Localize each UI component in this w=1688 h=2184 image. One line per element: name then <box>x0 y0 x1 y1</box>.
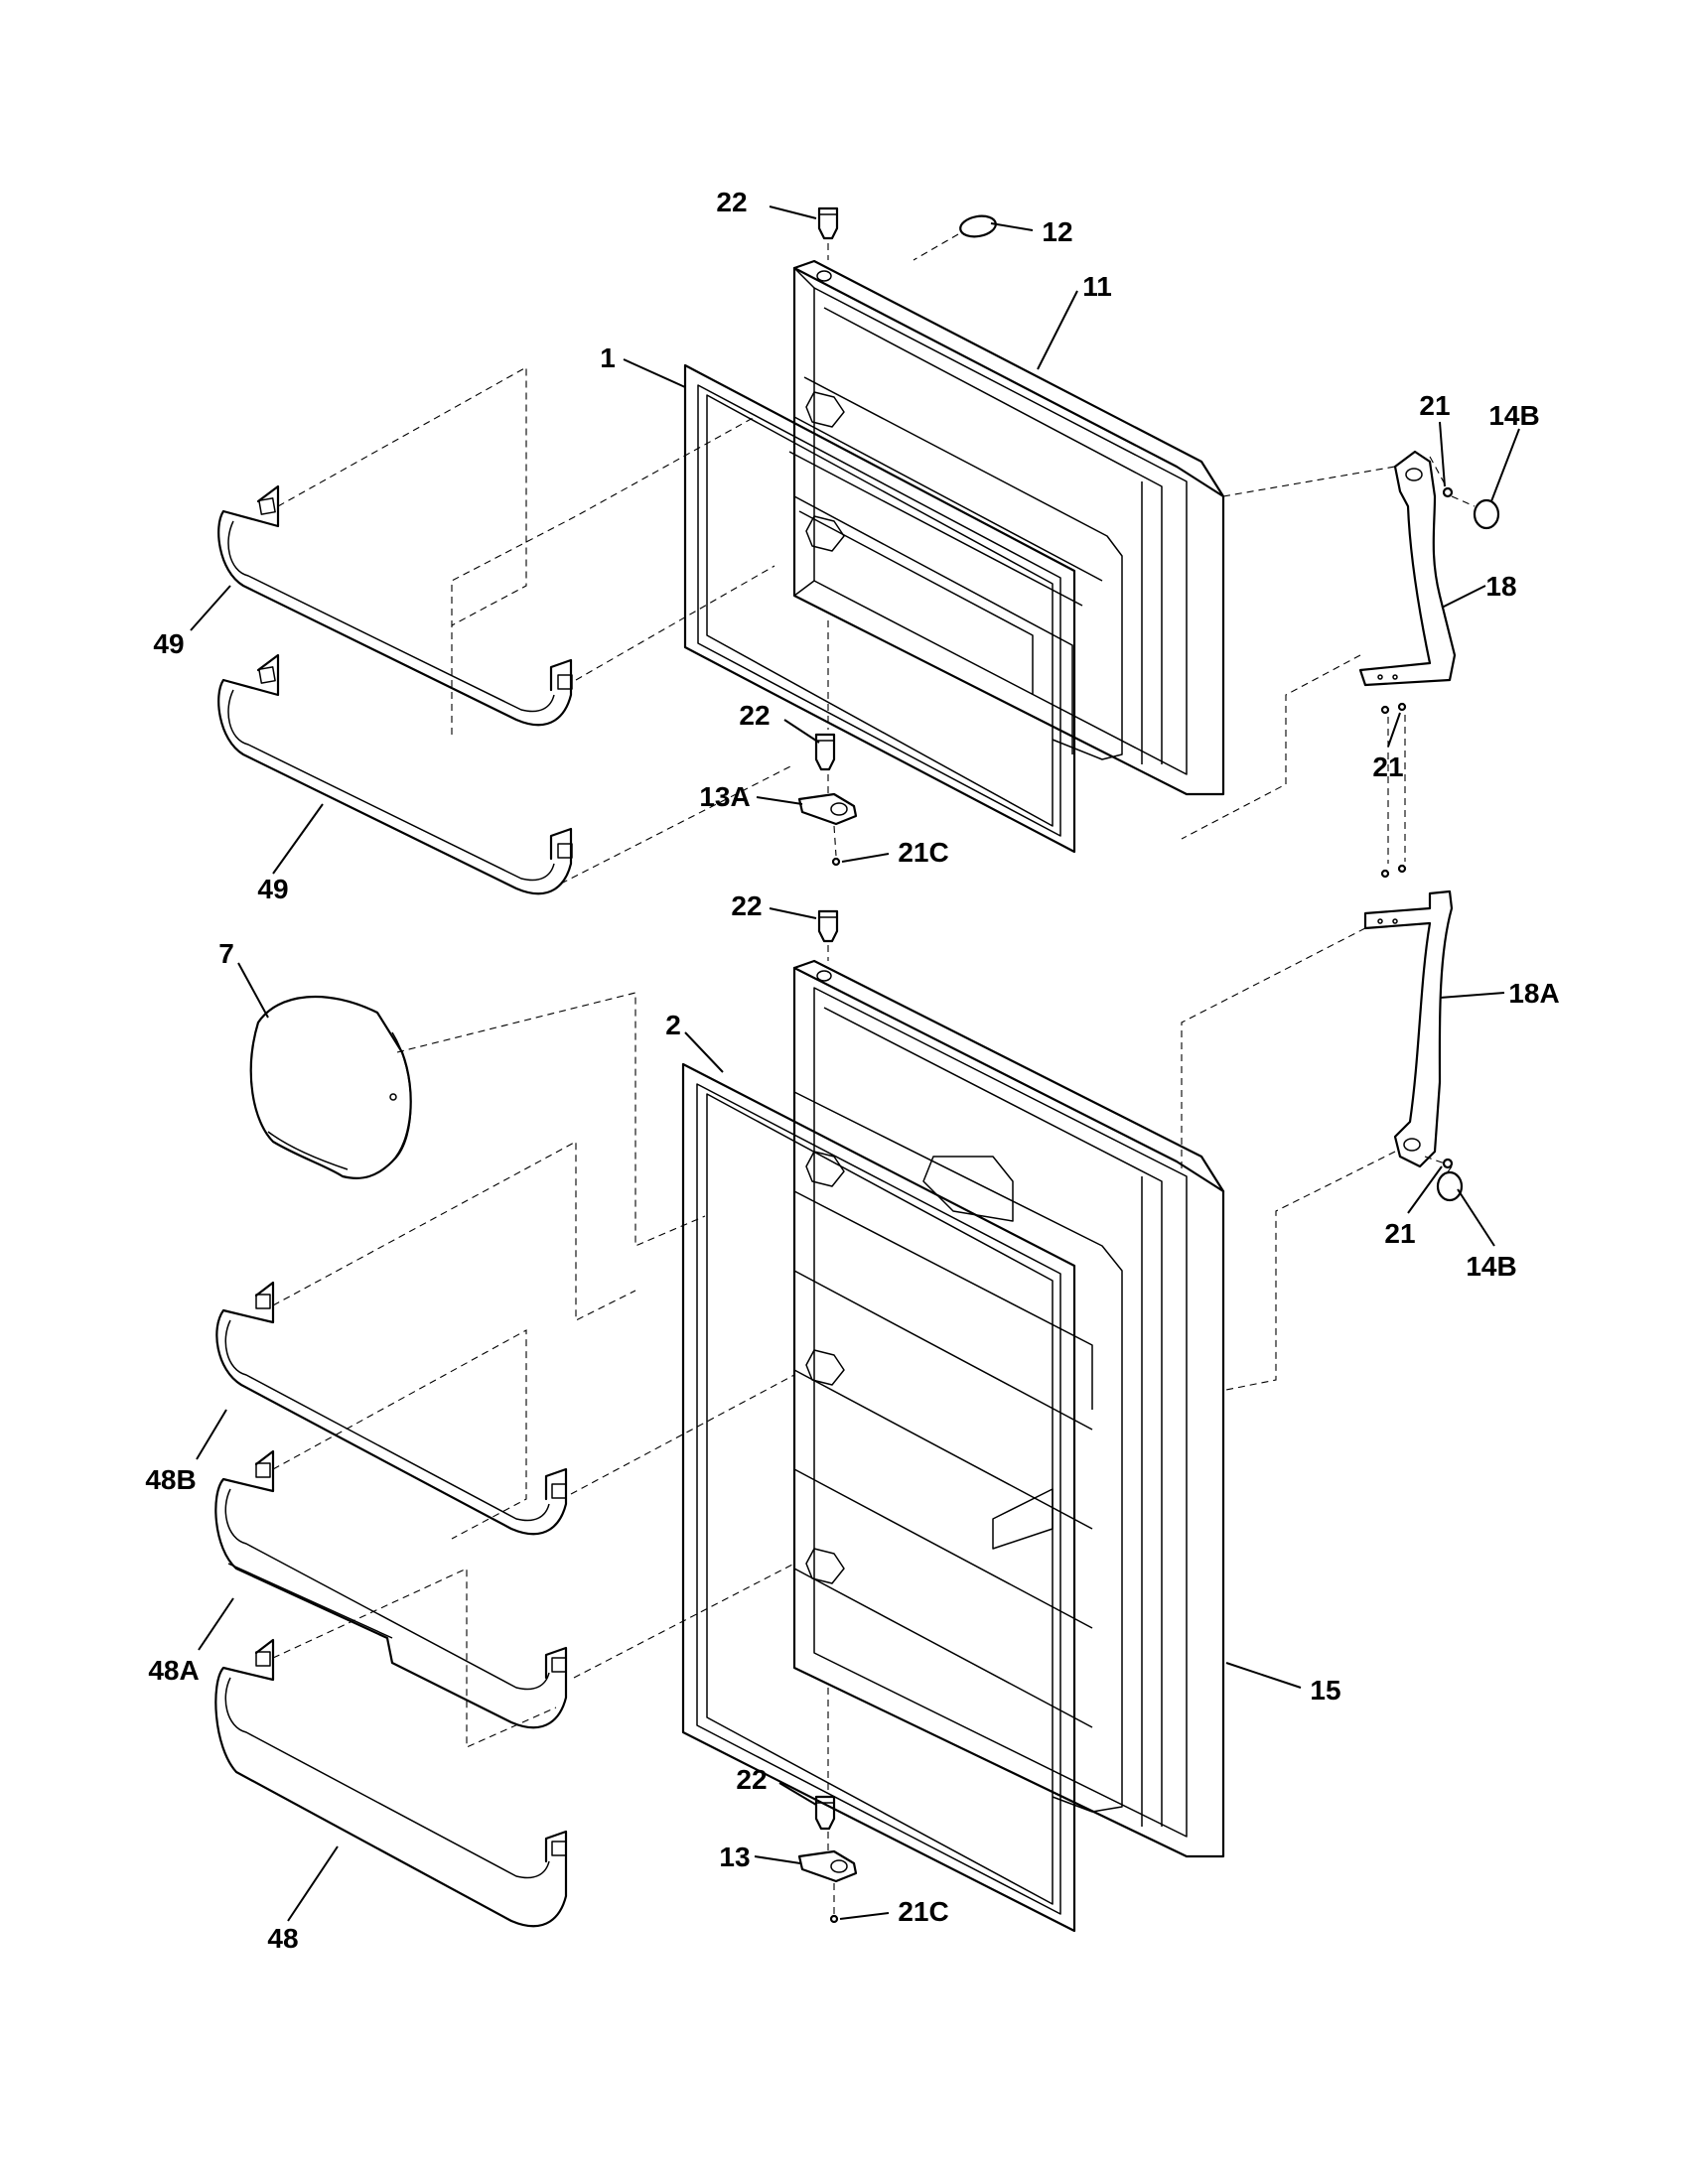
freezer-door <box>788 259 1225 796</box>
callout-48a: 48A <box>148 1655 199 1686</box>
callout-14b-top: 14B <box>1488 400 1539 431</box>
callout-21c-bot: 21C <box>898 1896 948 1927</box>
hinge-pin-bottom <box>814 1795 836 1831</box>
hinge-bracket-13a <box>797 792 858 826</box>
callout-22-mid: 22 <box>739 700 770 731</box>
dairy-door-cover <box>249 995 412 1179</box>
door-bin-49-lower <box>217 653 573 895</box>
callout-11: 11 <box>1082 271 1112 302</box>
callout-12: 12 <box>1042 216 1072 247</box>
callout-18: 18 <box>1485 571 1516 602</box>
callout-49-upper: 49 <box>153 628 184 659</box>
callout-21-bot: 21 <box>1384 1218 1415 1249</box>
callout-49-lower: 49 <box>257 874 288 904</box>
hinge-pin-top <box>817 206 839 240</box>
door-bin-48a <box>214 1449 568 1729</box>
callout-21-top: 21 <box>1419 390 1450 421</box>
door-bin-48 <box>214 1638 568 1928</box>
screws <box>829 486 1454 1924</box>
leader-lines <box>190 205 1520 1922</box>
fresh-food-handle <box>1363 889 1454 1168</box>
assembly-lines <box>272 233 1476 1914</box>
callout-18a: 18A <box>1508 978 1559 1009</box>
callout-14b-bot: 14B <box>1466 1251 1516 1282</box>
callout-13: 13 <box>719 1842 750 1872</box>
door-bin-49-upper <box>217 484 573 727</box>
callout-13a: 13A <box>699 781 750 812</box>
callout-7: 7 <box>218 938 234 969</box>
callout-2: 2 <box>665 1010 681 1040</box>
callout-48: 48 <box>267 1923 298 1954</box>
callout-1: 1 <box>600 342 616 373</box>
freezer-handle <box>1358 450 1457 687</box>
door-bin-48b <box>215 1281 568 1536</box>
callout-labels: 22 12 11 1 21 14B 18 49 49 22 13A 21C 21… <box>145 187 1559 1954</box>
fresh-food-door <box>792 959 1225 1858</box>
callout-21-mid: 21 <box>1372 751 1403 782</box>
callout-21c-top: 21C <box>898 837 948 868</box>
callout-48b: 48B <box>145 1464 196 1495</box>
freezer-door-gasket <box>683 363 1076 854</box>
callout-22-bot: 22 <box>736 1764 767 1795</box>
callout-22-lowdoor: 22 <box>731 890 762 921</box>
hinge-pin-lowdoor <box>817 909 839 943</box>
callout-15: 15 <box>1310 1675 1340 1706</box>
hinge-pin-mid <box>814 733 836 771</box>
hinge-bracket-13 <box>797 1849 858 1883</box>
callout-22-top: 22 <box>716 187 747 217</box>
fresh-food-door-gasket <box>681 1062 1076 1933</box>
